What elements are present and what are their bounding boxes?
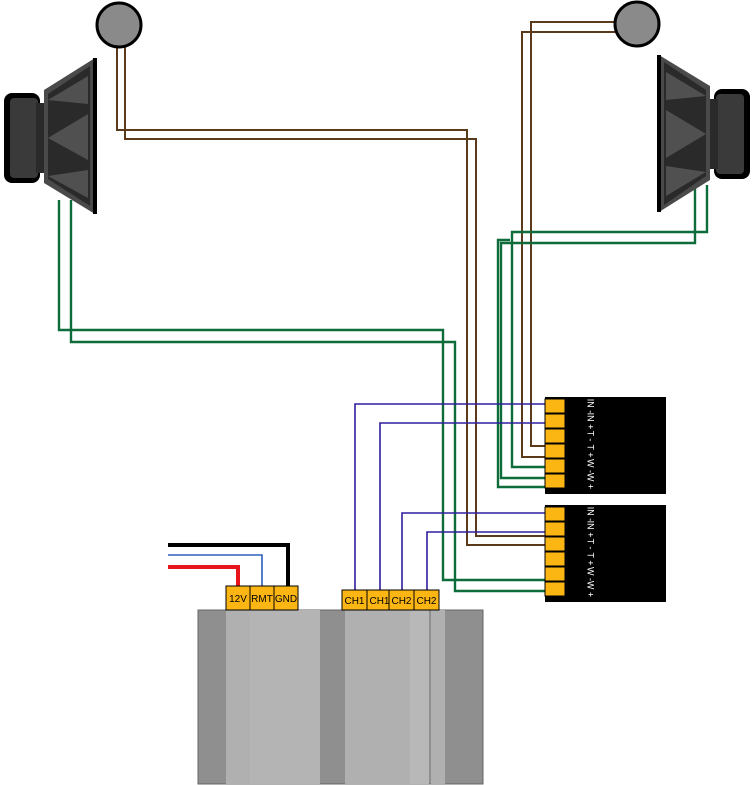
crossover-top-pin-label: T - [586,431,596,442]
right-woofer-wires [496,185,709,489]
crossover-bottom-pin-label: W - [586,567,596,581]
terminal-ch1-a: CH1 [341,589,368,611]
terminal-ch2-a-label: CH2 [391,596,411,607]
terminal-gnd: GND [273,585,299,611]
left-tweeter [95,1,143,49]
terminal-12v-label: 12V [229,594,247,605]
terminal-ch1-b-label: CH1 [369,596,389,607]
crossover-bottom-pin-label: IN + [586,521,596,538]
crossover-top-pin-label: T + [586,444,596,457]
crossover-bottom-pin-label: T - [586,539,596,550]
left-tweeter-wires [116,42,545,546]
amplifier [197,609,484,785]
terminal-ch2-b: CH2 [413,589,440,611]
crossover-top-pin-labels: IN -IN +T - T + W -W + [586,399,596,489]
terminal-gnd-label: GND [275,594,297,605]
crossover-bottom-pin-labels: IN -IN +T - T + W -W + [586,507,596,597]
terminal-ch2-b-label: CH2 [416,596,436,607]
crossover-bottom: IN -IN +T - T + W -W + [544,505,666,602]
terminal-ch2-a: CH2 [388,589,415,611]
crossover-bottom-pin-label: T + [586,552,596,565]
crossover-top-pin-label: IN + [586,413,596,430]
signal-wires [354,403,545,592]
power-wires [168,543,290,592]
crossover-bottom-terminals [544,506,566,597]
amp-channel-terminals: CH1 CH1 CH2 CH2 [341,589,440,611]
right-woofer [657,55,750,212]
terminal-ch1-a-label: CH1 [344,596,364,607]
left-woofer [4,58,97,214]
crossover-bottom-pin-label: W + [586,581,596,597]
terminal-rmt-label: RMT [251,594,273,605]
right-tweeter-wires [521,21,615,458]
right-tweeter [613,0,661,48]
crossover-top: IN -IN +T - T + W -W + [544,397,666,494]
crossover-top-pin-label: W + [586,473,596,489]
crossover-top-terminals [544,398,566,489]
crossover-top-pin-label: W - [586,459,596,473]
amp-power-terminals: 12V RMT GND [225,585,299,611]
terminal-12v: 12V [225,585,251,611]
terminal-ch1-b: CH1 [366,589,393,611]
terminal-rmt: RMT [249,585,275,611]
left-woofer-wires [57,200,545,593]
crossover-top-pin-label: IN - [586,399,596,414]
crossover-bottom-pin-label: IN - [586,507,596,522]
